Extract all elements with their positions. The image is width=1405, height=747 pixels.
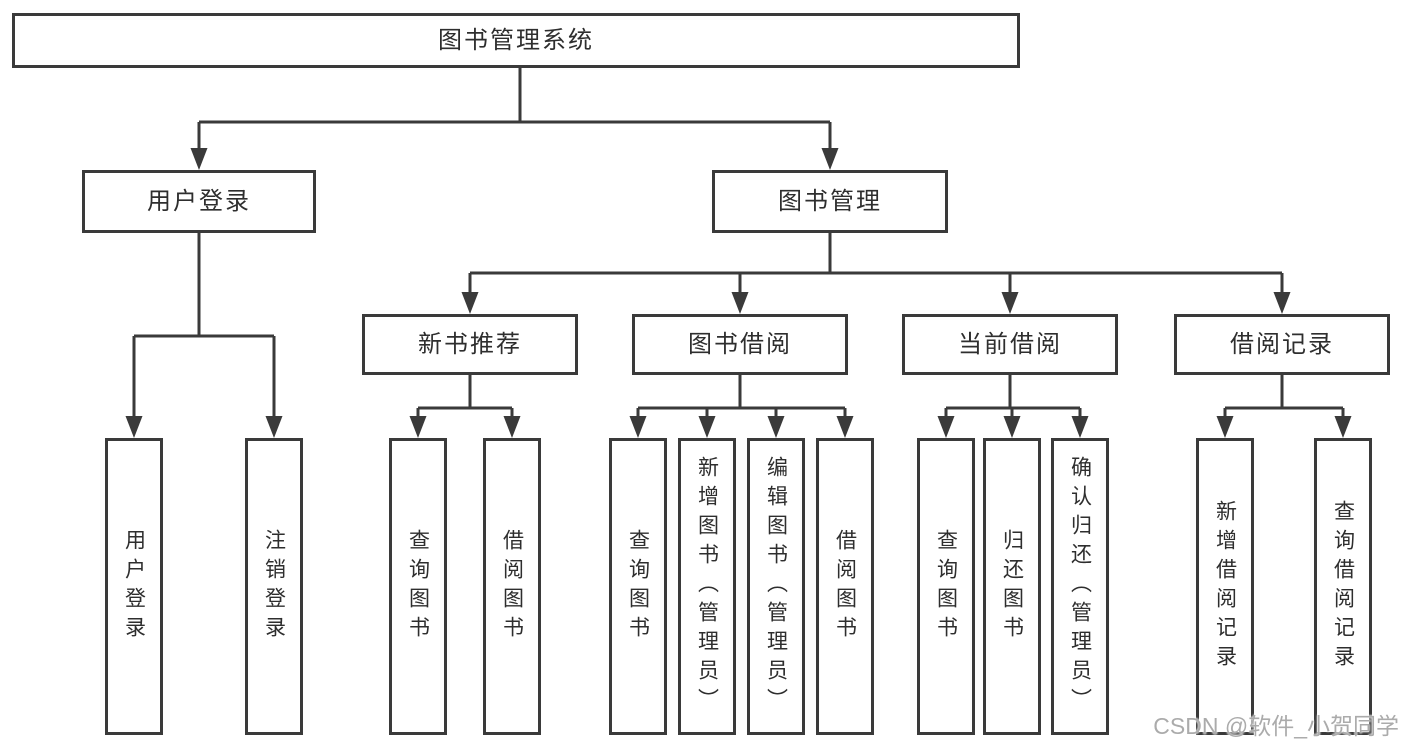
node-user-login: 用户登录	[82, 170, 316, 233]
node-label: 图书管理系统	[438, 26, 594, 54]
node-label: 新书推荐	[418, 330, 522, 358]
leaf-add-borrow-record: 新增借阅记录	[1196, 438, 1254, 735]
connector-recommendation-children	[416, 373, 514, 428]
node-label: 查询图书	[406, 528, 430, 645]
leaf-query-books-current: 查询图书	[917, 438, 975, 735]
node-label: 确认归还（管理员）	[1068, 456, 1092, 717]
leaf-query-books-borrowing: 查询图书	[609, 438, 667, 735]
node-label: 新增图书（管理员）	[695, 456, 719, 717]
node-label: 查询图书	[626, 528, 650, 645]
node-label: 用户登录	[147, 187, 251, 215]
leaf-borrow-books: 借阅图书	[816, 438, 874, 735]
leaf-query-borrow-record: 查询借阅记录	[1314, 438, 1372, 735]
node-current-borrowing: 当前借阅	[902, 314, 1118, 375]
leaf-edit-books-admin: 编辑图书（管理员）	[747, 438, 805, 735]
leaf-query-books-recommend: 查询图书	[389, 438, 447, 735]
node-label: 借阅图书	[833, 528, 857, 645]
node-label: 注销登录	[262, 528, 286, 645]
leaf-user-login: 用户登录	[105, 438, 163, 735]
leaf-confirm-return-admin: 确认归还（管理员）	[1051, 438, 1109, 735]
node-book-borrowing: 图书借阅	[632, 314, 848, 375]
connector-borrowing-children	[636, 373, 847, 428]
leaf-return-books: 归还图书	[983, 438, 1041, 735]
node-label: 新增借阅记录	[1213, 499, 1237, 674]
node-label: 编辑图书（管理员）	[764, 456, 788, 717]
node-label: 查询图书	[934, 528, 958, 645]
node-library-management-system: 图书管理系统	[12, 13, 1020, 68]
leaf-borrow-books-recommend: 借阅图书	[483, 438, 541, 735]
arrowheads	[125, 148, 1352, 438]
node-new-book-recommendation: 新书推荐	[362, 314, 578, 375]
connector-book-management-children	[468, 231, 1284, 303]
node-borrowing-records: 借阅记录	[1174, 314, 1390, 375]
leaf-logout: 注销登录	[245, 438, 303, 735]
node-label: 查询借阅记录	[1331, 499, 1355, 674]
node-label: 图书管理	[778, 187, 882, 215]
node-label: 归还图书	[1000, 528, 1024, 645]
leaf-add-books-admin: 新增图书（管理员）	[678, 438, 736, 735]
node-label: 借阅图书	[500, 528, 524, 645]
node-label: 用户登录	[122, 528, 146, 645]
csdn-watermark: CSDN @软件_小贺同学	[1153, 713, 1399, 739]
connector-root-to-level2	[197, 66, 832, 160]
node-label: 图书借阅	[688, 330, 792, 358]
connector-user-login-children	[132, 231, 276, 428]
node-book-management: 图书管理	[712, 170, 948, 233]
connector-records-children	[1223, 373, 1345, 428]
node-label: 借阅记录	[1230, 330, 1334, 358]
node-label: 当前借阅	[958, 330, 1062, 358]
